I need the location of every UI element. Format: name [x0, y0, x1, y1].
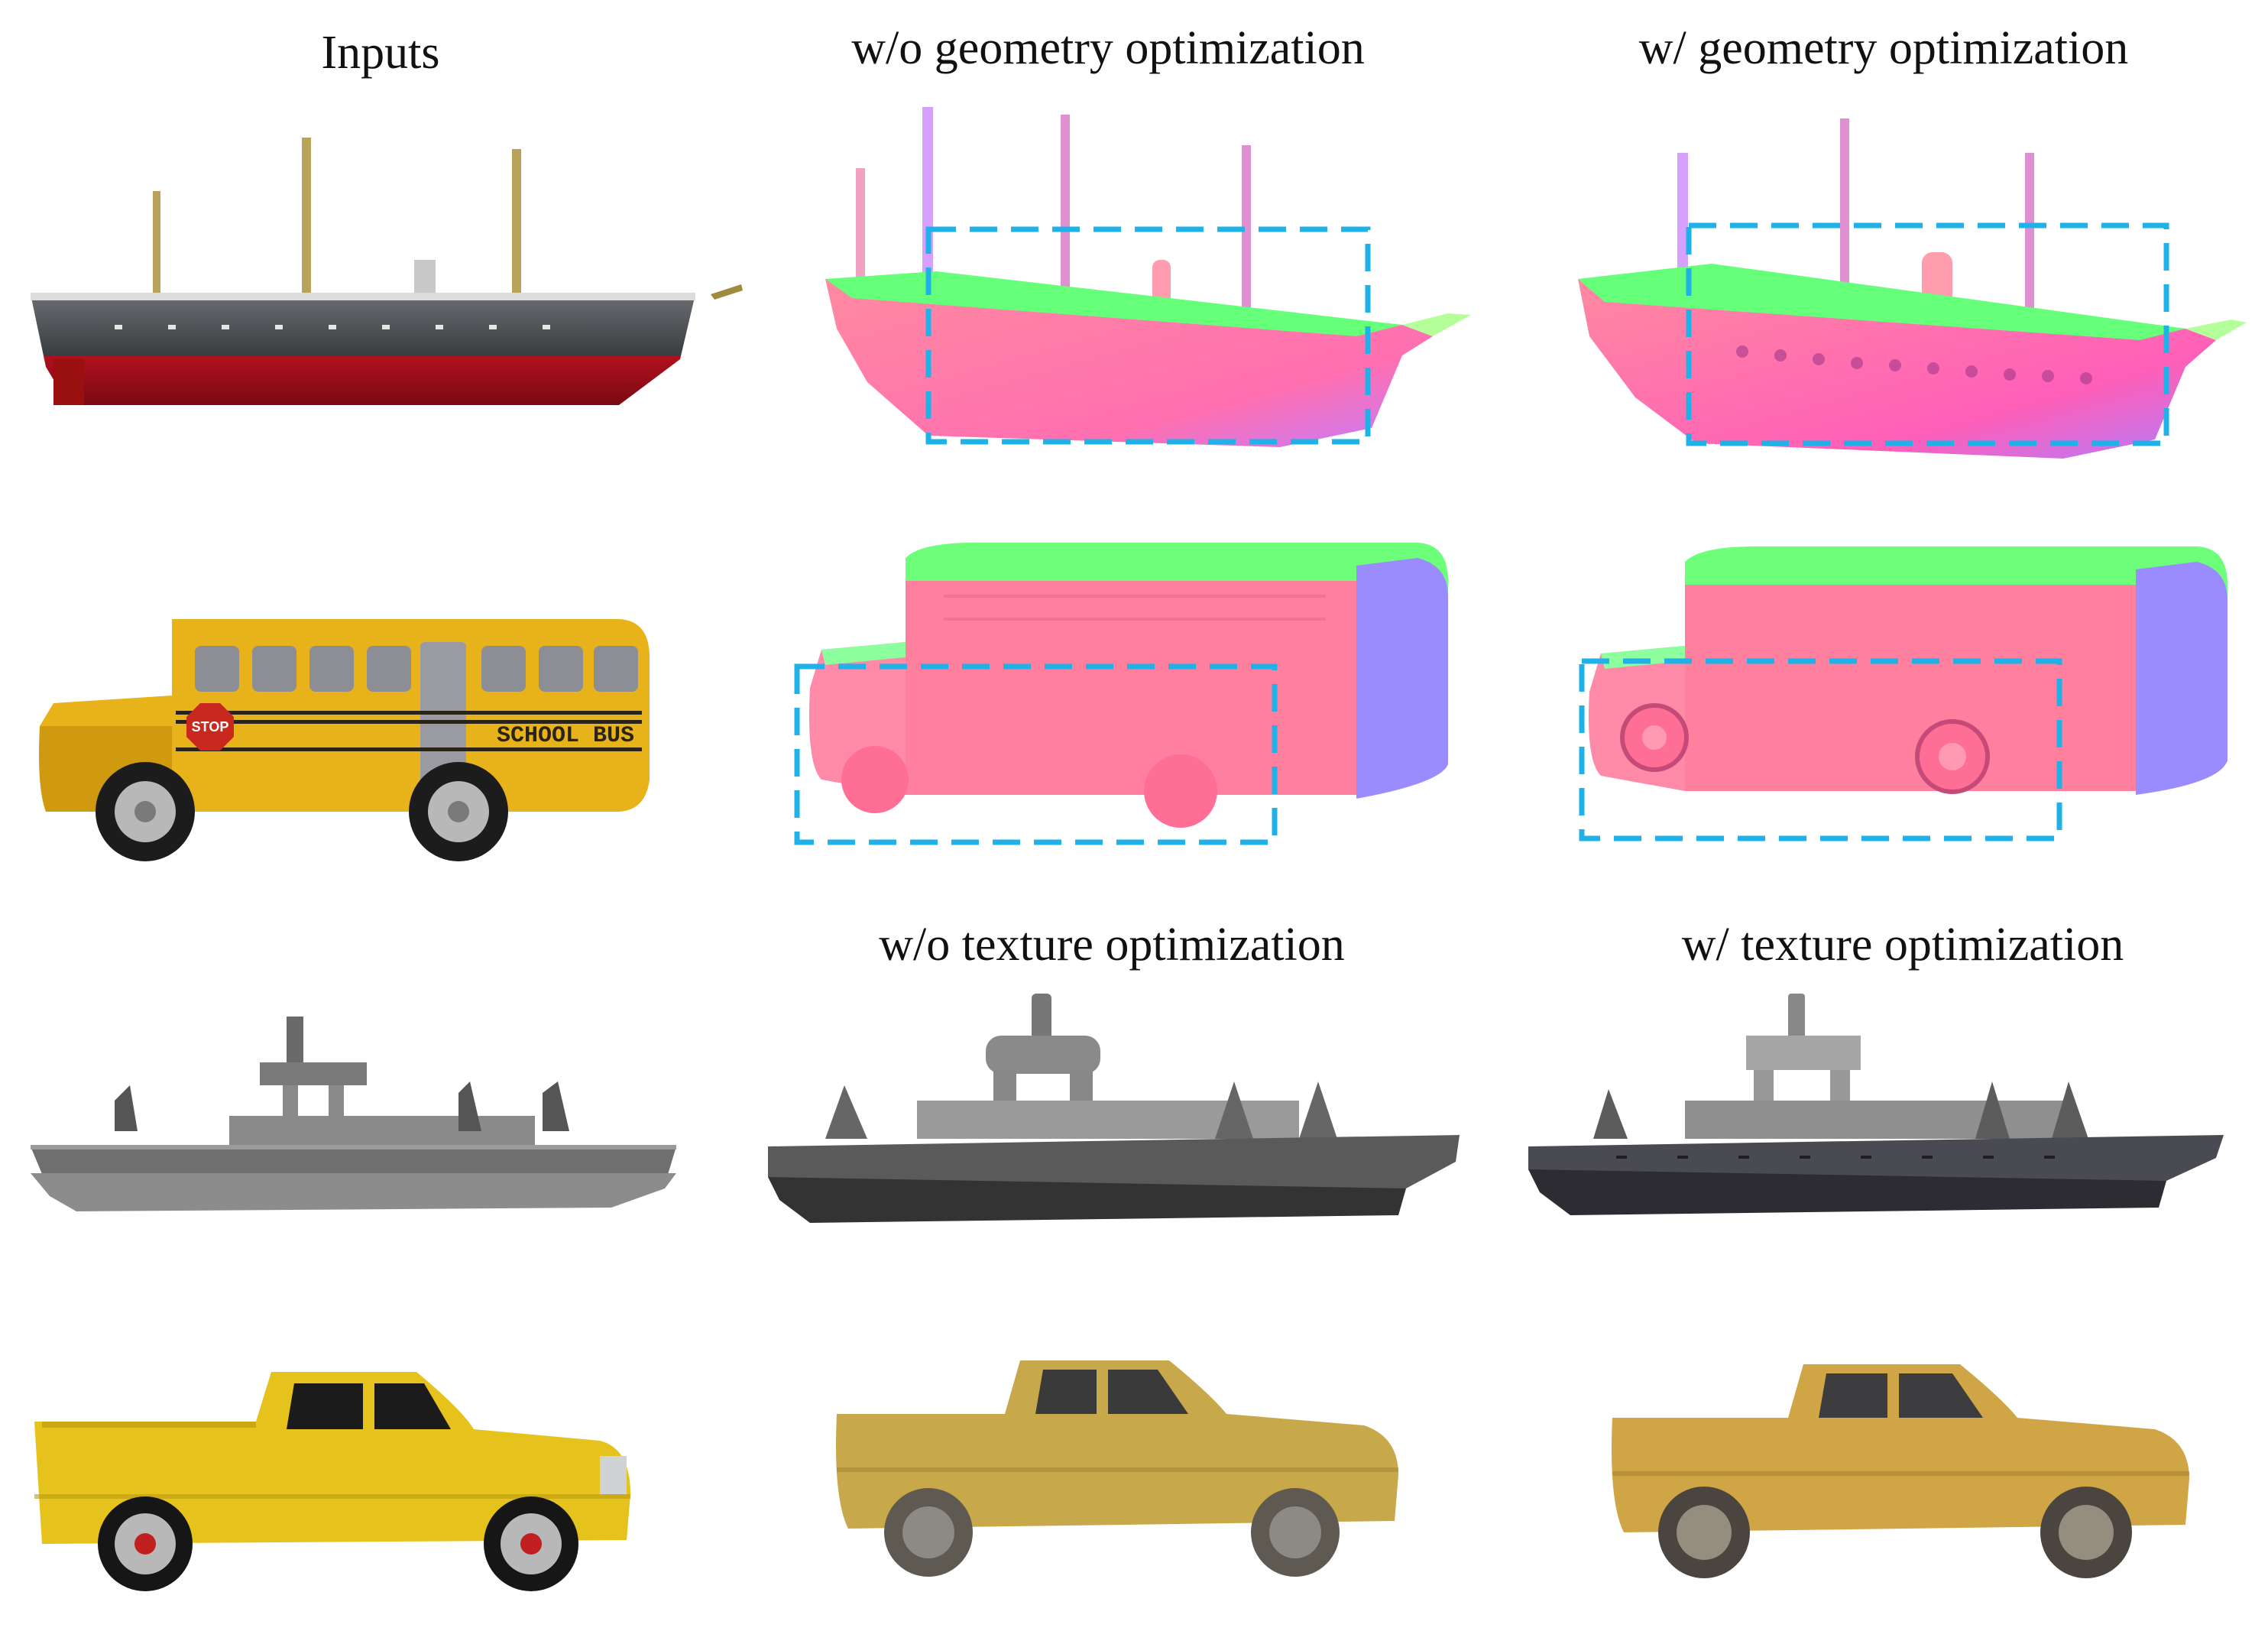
heading-with-texture-optimization: w/ texture optimization	[1681, 919, 2124, 971]
normal-map-bus-with-geometry-optimization	[1570, 539, 2235, 860]
heading-with-geometry-optimization: w/ geometry optimization	[1638, 22, 2129, 74]
heading-without-texture-optimization: w/o texture optimization	[879, 919, 1345, 971]
normal-map-ship-with-geometry-optimization	[1574, 107, 2247, 466]
render-ship-without-texture-optimization	[764, 994, 1467, 1238]
school-bus-lettering: SCHOOL BUS	[497, 723, 634, 749]
highlight-box	[1686, 222, 2169, 446]
render-pickup-truck-without-texture-optimization	[829, 1353, 1410, 1582]
heading-without-geometry-optimization: w/o geometry optimization	[851, 22, 1365, 74]
render-ship-with-texture-optimization	[1524, 994, 2228, 1231]
heading-inputs: Inputs	[321, 27, 440, 79]
highlight-box	[794, 663, 1278, 845]
render-pickup-truck-with-texture-optimization	[1605, 1357, 2201, 1586]
input-ship-grey-image	[31, 1017, 676, 1223]
highlight-box	[1579, 658, 2062, 841]
input-ship-sailing-image	[23, 138, 749, 413]
normal-map-ship-without-geometry-optimization	[821, 107, 1471, 459]
input-school-bus-image: STOP SCHOOL BUS	[31, 611, 657, 864]
highlight-box	[925, 226, 1371, 445]
input-pickup-truck-image	[34, 1364, 638, 1594]
stop-sign-text: STOP	[192, 719, 229, 734]
normal-map-bus-without-geometry-optimization	[791, 535, 1456, 856]
